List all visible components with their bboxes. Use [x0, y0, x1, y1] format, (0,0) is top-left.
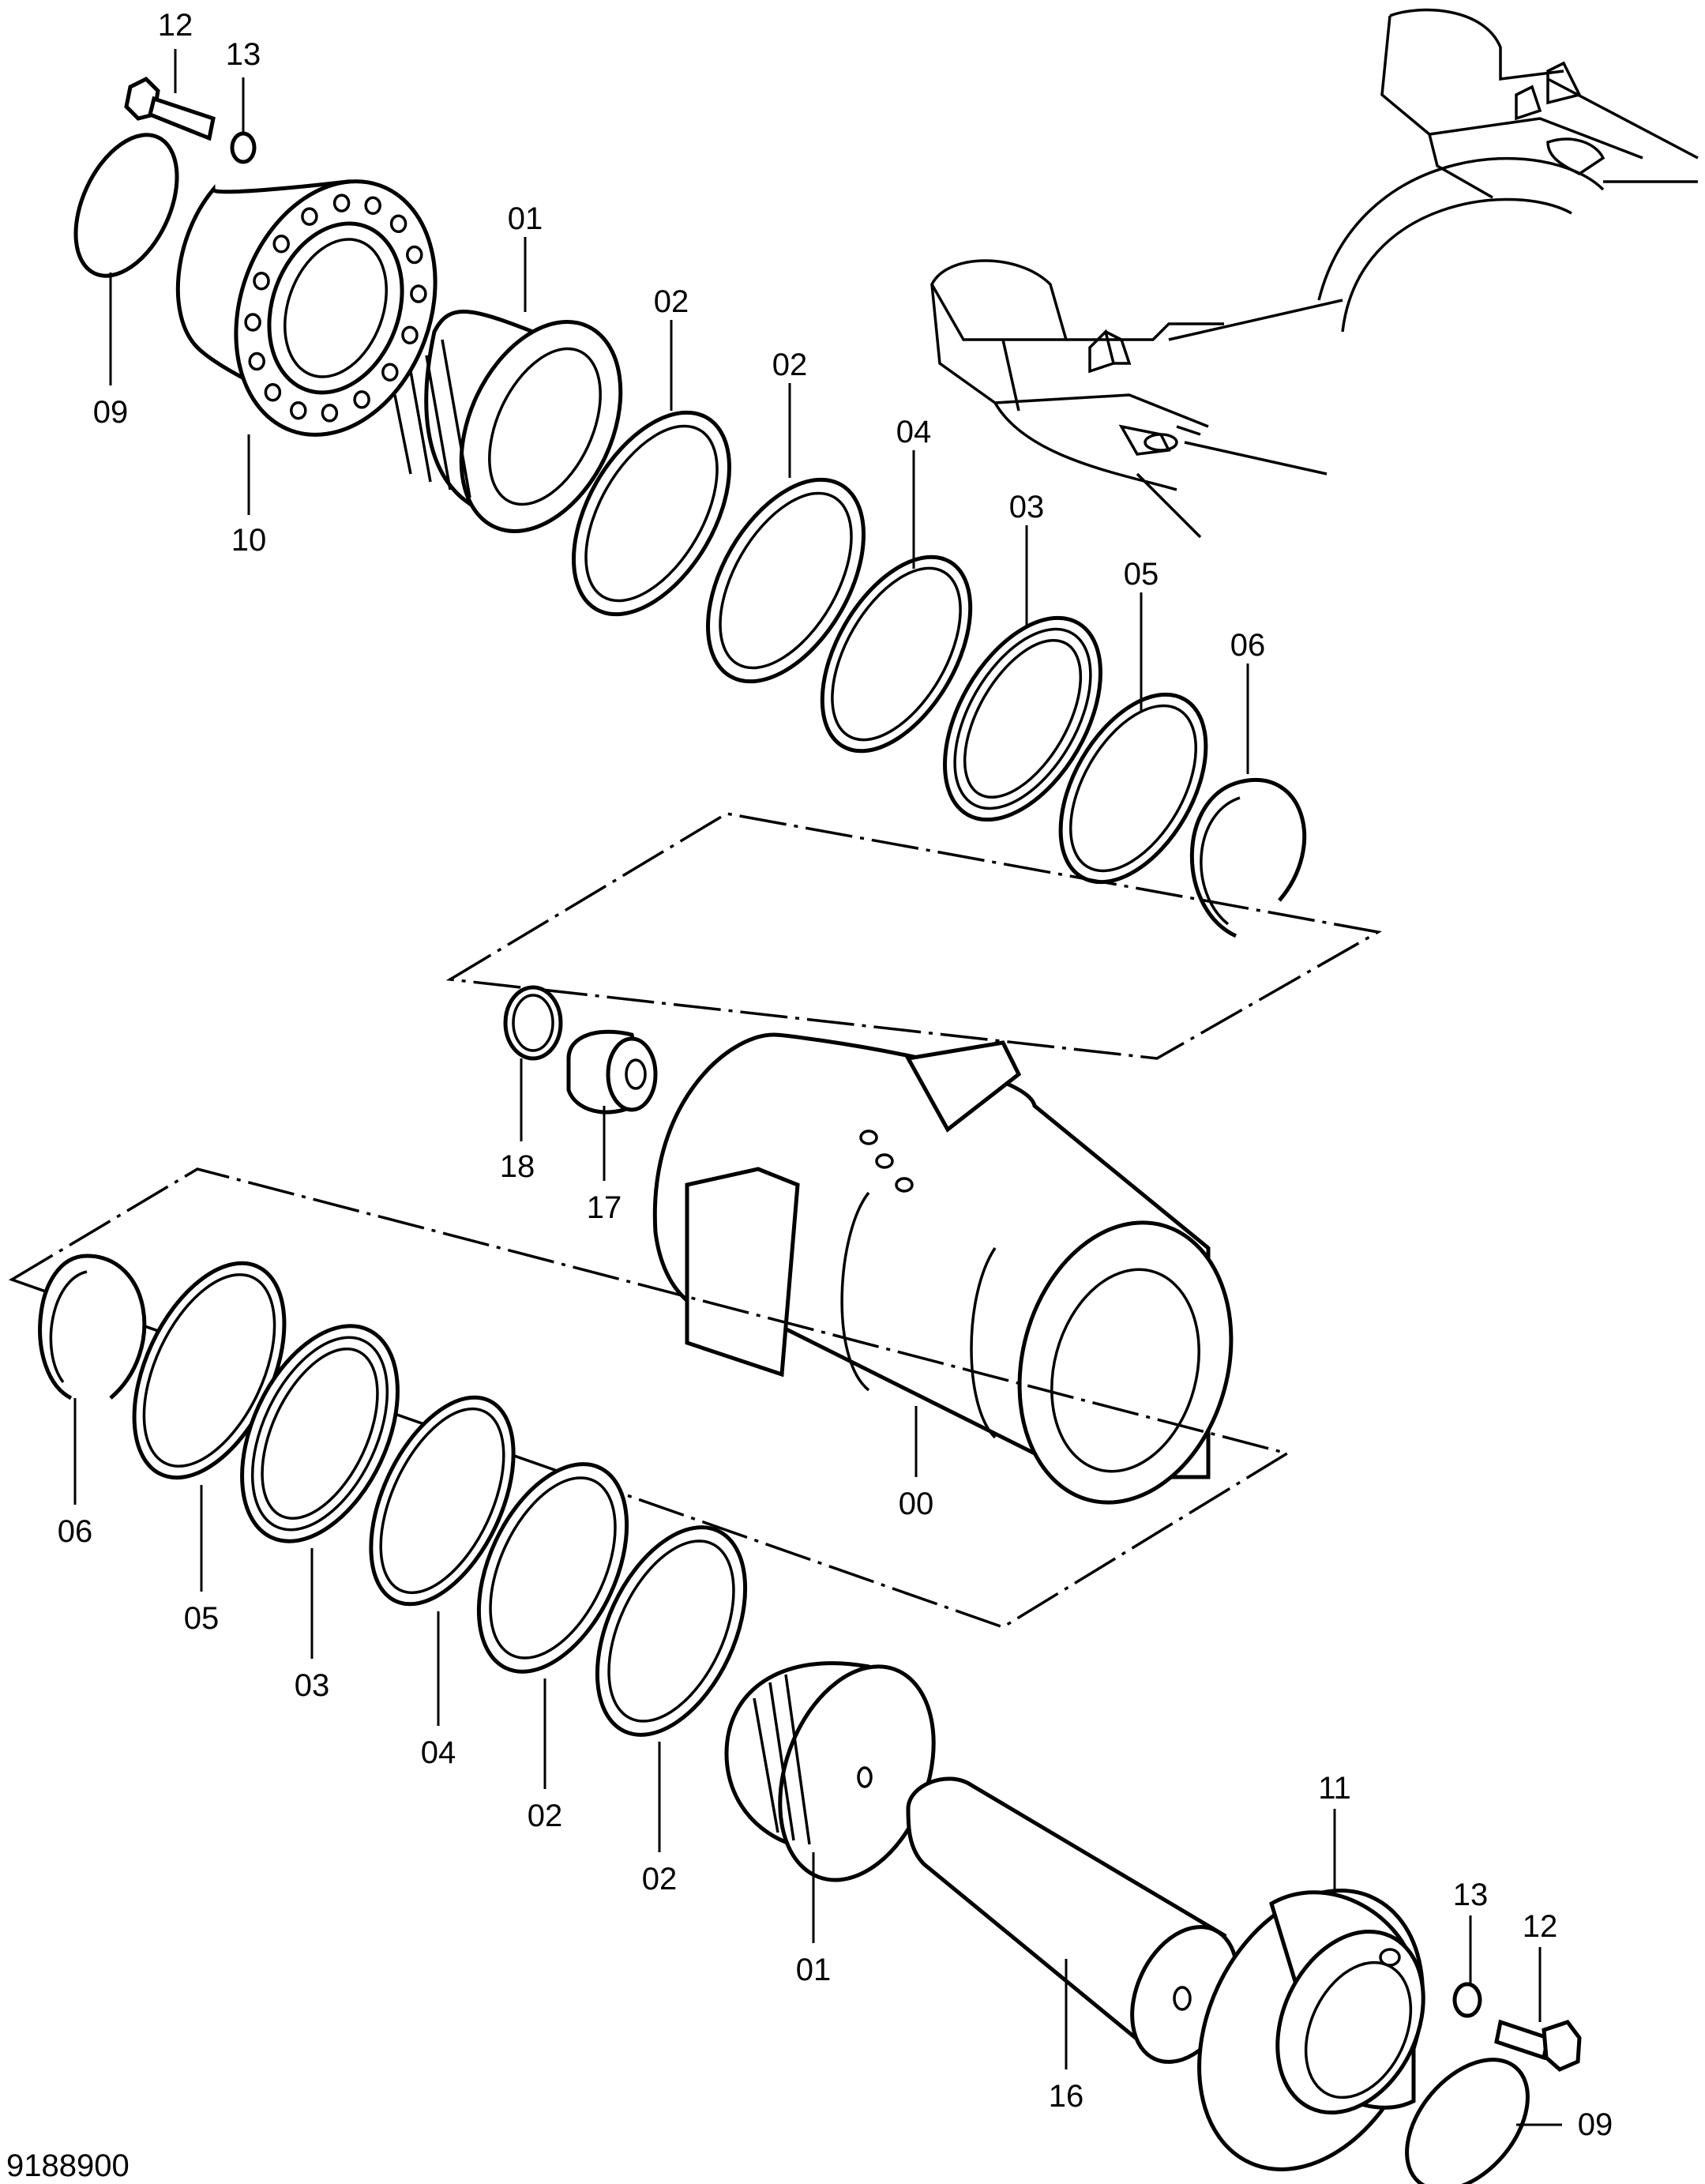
- bolt-hole: [264, 382, 282, 402]
- callout-00: 00: [899, 1487, 934, 1521]
- bolt-hole: [353, 390, 370, 409]
- part-03-ring-top: [943, 615, 1102, 822]
- callout-04-bottom: 04: [421, 1735, 456, 1770]
- callout-03-top: 03: [1009, 490, 1045, 524]
- part-06-snap-ring-top: [1189, 778, 1307, 938]
- bolt-hole: [253, 272, 270, 291]
- callout-06-top: 06: [1230, 628, 1266, 663]
- part-02-ring-top-b: [706, 477, 866, 684]
- part-04-ring-bottom: [369, 1395, 516, 1607]
- callout-02-top-b: 02: [772, 348, 808, 382]
- callout-02-bottom-a: 02: [528, 1799, 563, 1833]
- bolt-hole: [244, 313, 261, 332]
- callout-16: 16: [1049, 2079, 1084, 2114]
- part-17-plug: [566, 1029, 658, 1115]
- callout-01-bottom: 01: [796, 1953, 832, 1987]
- callout-11: 11: [1318, 1771, 1351, 1806]
- bolt-hole: [272, 235, 290, 254]
- callout-13-bottom: 13: [1453, 1878, 1489, 1912]
- bolt-hole: [406, 245, 423, 265]
- part-13-washer-top: [230, 131, 257, 164]
- part-03-ring-bottom: [240, 1324, 400, 1543]
- part-10-flange: [175, 179, 438, 437]
- bolt-hole: [401, 325, 419, 344]
- bolt-hole: [332, 194, 351, 212]
- callout-13-top: 13: [226, 37, 261, 72]
- callout-05-top: 05: [1124, 557, 1159, 592]
- part-02-ring-bottom-a: [476, 1462, 629, 1674]
- machine-frame-illustration: [930, 8, 1699, 539]
- callout-02-bottom-b: 02: [642, 1862, 678, 1896]
- callout-01-top: 01: [508, 201, 543, 236]
- part-11-flange: [1197, 1889, 1425, 2171]
- callout-18: 18: [500, 1149, 535, 1184]
- callout-03-bottom: 03: [295, 1668, 330, 1703]
- bolt-hole: [381, 363, 399, 382]
- part-04-ring-top: [820, 554, 973, 754]
- part-09-o-ring-bottom: [1405, 2058, 1530, 2184]
- assembly-outline-bottom: [8, 1167, 1291, 1629]
- part-18-snap-ring: [503, 985, 563, 1061]
- callout-09-top: 09: [93, 395, 129, 430]
- callout-06-bottom: 06: [58, 1514, 93, 1549]
- callout-02-top-a: 02: [654, 284, 689, 319]
- part-12-bolt-top: [124, 76, 216, 141]
- part-02-ring-top-a: [572, 410, 731, 617]
- part-02-ring-bottom-b: [595, 1525, 748, 1737]
- part-00-cylinder-body: [652, 1032, 1234, 1505]
- drawing-number: 9188900: [6, 2148, 130, 2183]
- part-01-piston-top: [393, 310, 623, 533]
- leader-lines: [73, 49, 1562, 2126]
- callout-09-bottom: 09: [1578, 2107, 1613, 2142]
- callout-05-bottom: 05: [184, 1601, 220, 1636]
- bolt-hole: [389, 214, 407, 234]
- part-06-snap-ring-bottom: [38, 1254, 147, 1400]
- part-12-bolt-bottom: [1494, 2019, 1582, 2072]
- callout-10: 10: [231, 523, 267, 558]
- bolt-hole: [290, 400, 307, 420]
- callout-12-bottom: 12: [1523, 1909, 1558, 1944]
- callout-04-top: 04: [896, 415, 932, 449]
- bolt-hole: [248, 351, 265, 371]
- callout-labels: 12 13 09 10 01 02 02 04 03 05 06 18 17 0…: [58, 8, 1613, 2142]
- bolt-hole: [321, 404, 339, 423]
- bolt-hole: [410, 284, 427, 303]
- part-09-o-ring-top: [73, 133, 179, 278]
- bolt-hole: [301, 207, 318, 226]
- callout-17: 17: [587, 1190, 622, 1225]
- flange-bolt-holes: [244, 194, 427, 423]
- assembly-outline-top: [445, 812, 1383, 1060]
- bolt-hole: [364, 196, 381, 216]
- part-13-washer-bottom: [1452, 1982, 1482, 2018]
- callout-12-top: 12: [158, 8, 193, 43]
